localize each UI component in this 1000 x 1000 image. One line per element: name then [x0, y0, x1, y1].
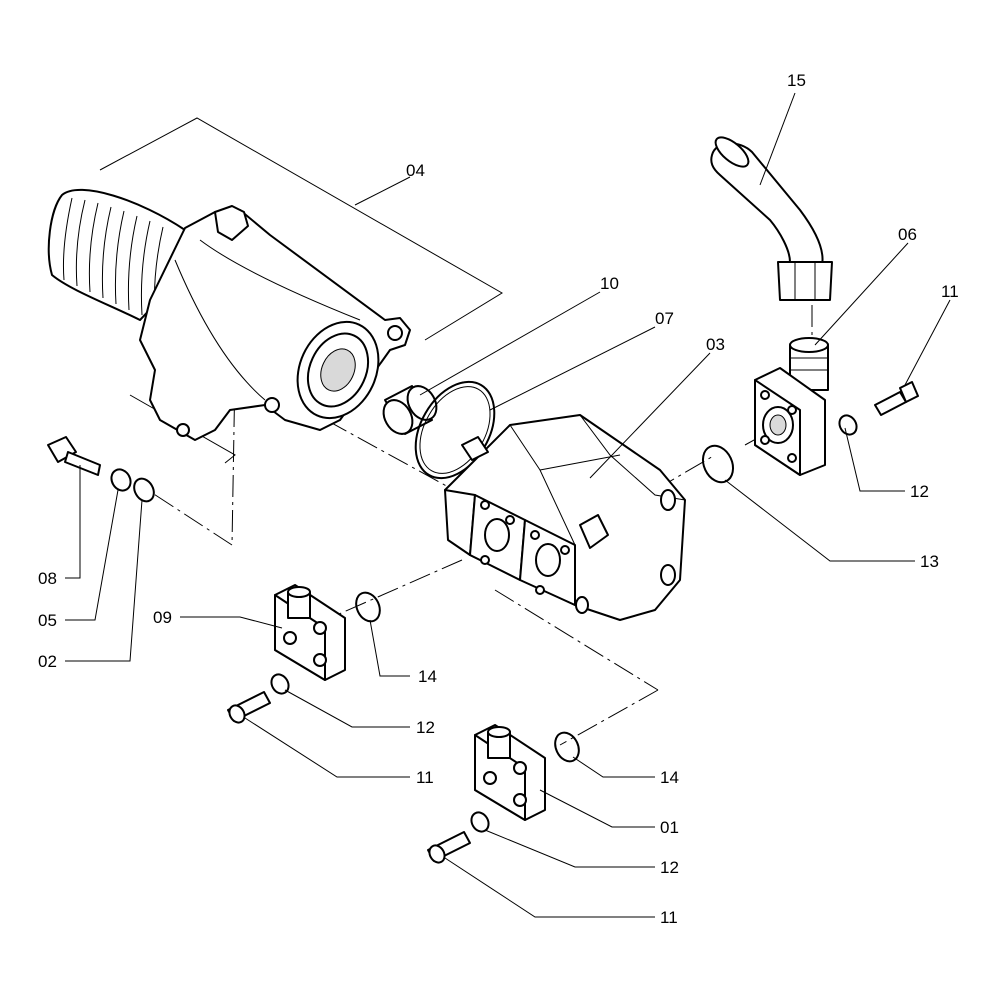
callout-11: 11 — [660, 908, 678, 927]
callout-labels: 15 06 11 04 10 07 03 12 13 08 05 02 09 1… — [38, 71, 959, 927]
callout-15: 15 — [787, 71, 806, 90]
o-ring-14-right — [554, 731, 580, 763]
callout-14: 14 — [418, 667, 437, 686]
callout-10: 10 — [600, 274, 619, 293]
flange-fitting-09 — [274, 584, 346, 681]
callout-13: 13 — [920, 552, 939, 571]
o-ring-14-left — [355, 591, 381, 623]
gear-pump — [444, 414, 686, 621]
bolt-washer-upper-right — [838, 381, 919, 436]
callout-01: 01 — [660, 818, 679, 837]
callout-09: 09 — [153, 608, 172, 627]
hose-fitting — [710, 136, 833, 301]
flange-fitting-01 — [474, 724, 546, 821]
callout-11: 11 — [941, 282, 959, 301]
callout-06: 06 — [898, 225, 917, 244]
callout-03: 03 — [706, 335, 725, 354]
callout-12: 12 — [910, 482, 929, 501]
callout-02: 02 — [38, 652, 57, 671]
washer-05 — [110, 468, 132, 492]
callout-12: 12 — [660, 858, 679, 877]
callout-05: 05 — [38, 611, 57, 630]
callout-11: 11 — [416, 768, 434, 787]
callout-07: 07 — [655, 309, 674, 328]
callout-04: 04 — [406, 161, 425, 180]
flange-fitting-06 — [754, 337, 829, 476]
callout-14: 14 — [660, 768, 679, 787]
bolt-washer-bottom — [427, 811, 490, 864]
o-ring-13 — [701, 444, 735, 484]
washer-02 — [133, 477, 155, 503]
callout-08: 08 — [38, 569, 57, 588]
callout-12: 12 — [416, 718, 435, 737]
bolt-08 — [47, 436, 101, 476]
leader-lines — [65, 92, 951, 918]
bolt-washer-middle — [227, 673, 290, 724]
drive-housing — [47, 188, 411, 441]
